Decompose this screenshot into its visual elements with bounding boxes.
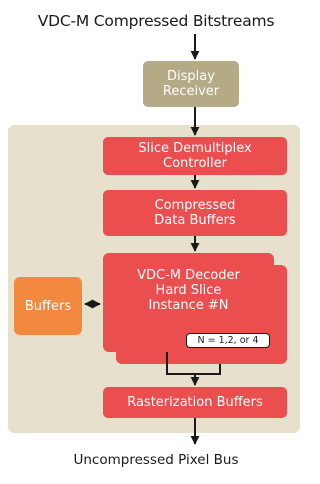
slice-demux-controller-block: Slice Demultiplex Controller	[103, 137, 287, 175]
buffers-block: Buffers	[14, 277, 82, 335]
rasterization-buffers-block: Rasterization Buffers	[103, 387, 287, 418]
instance-count-badge: N = 1,2, or 4	[186, 333, 270, 348]
connector-layer	[84, 34, 221, 445]
decoder-merge-connector	[166, 352, 221, 375]
diagram-title: VDC-M Compressed Bitstreams	[37, 12, 275, 30]
compressed-data-buffers-block: Compressed Data Buffers	[103, 190, 287, 236]
buffers-label: Buffers	[24, 298, 72, 314]
decoder-label: VDC-M Decoder Hard Slice Instance #N	[137, 268, 240, 313]
diagram-footer: Uncompressed Pixel Bus	[73, 452, 239, 468]
rasterization-label: Rasterization Buffers	[127, 395, 263, 410]
slice-demux-label: Slice Demultiplex Controller	[138, 141, 252, 171]
display-receiver-label: Display Receiver	[162, 69, 220, 99]
compressed-buffers-label: Compressed Data Buffers	[154, 198, 236, 228]
display-receiver-block: Display Receiver	[143, 61, 239, 107]
